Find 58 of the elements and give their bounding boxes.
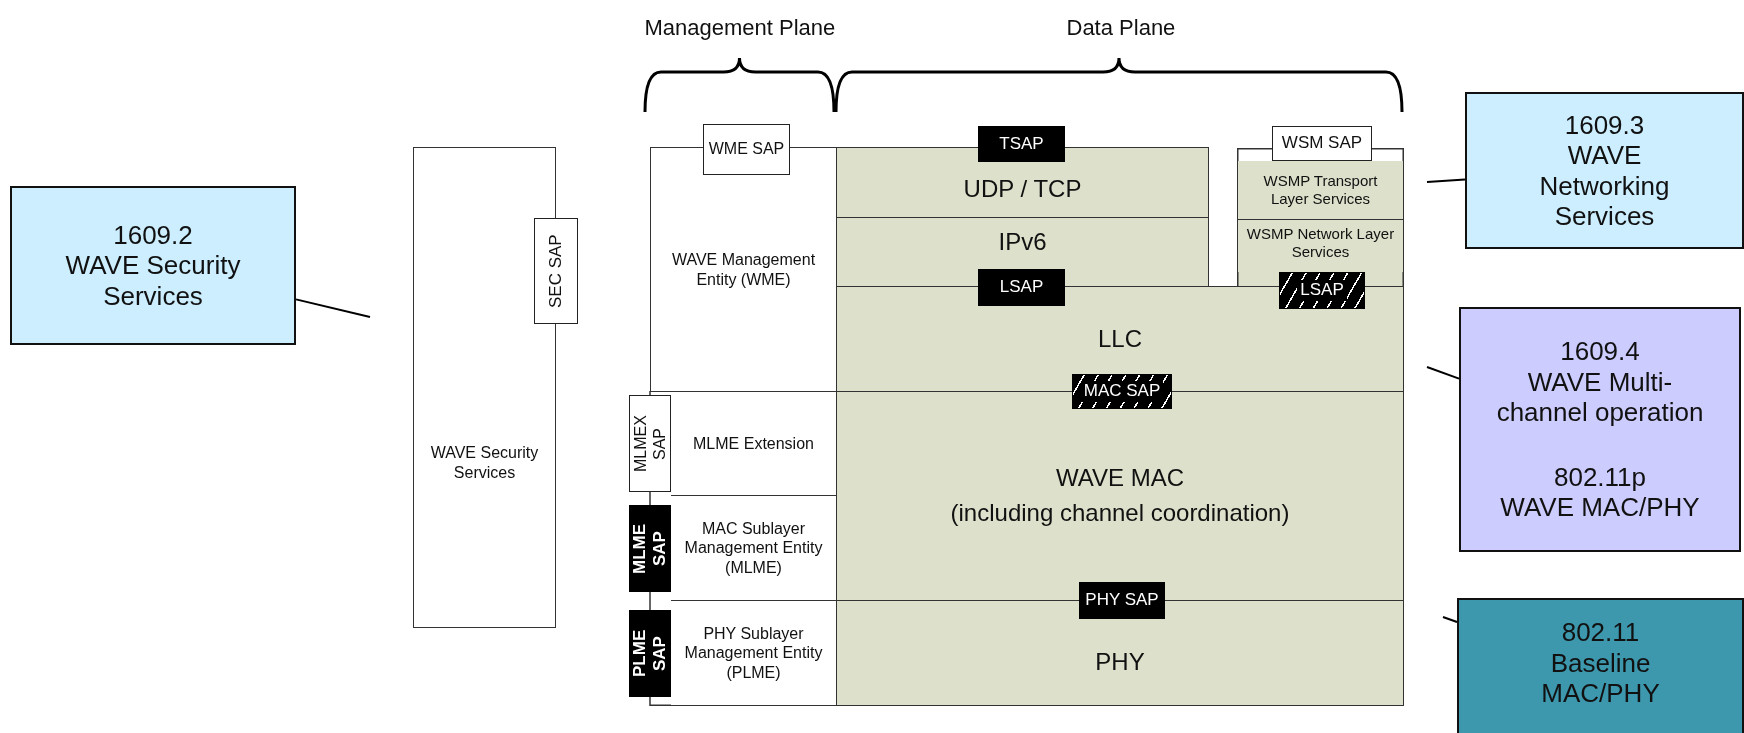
sap-tag — [1072, 374, 1172, 409]
sap-label: SEC SAP — [545, 234, 566, 308]
sap-label: WSM SAP — [1281, 133, 1363, 154]
sap-label: PLME SAP — [629, 628, 670, 680]
callout-text: 1609.4 — [1559, 336, 1641, 367]
layer-label: (including channel coordination) — [949, 498, 1291, 528]
sap-tag — [978, 126, 1065, 162]
sap-label: WME SAP — [708, 140, 785, 159]
management-label: PHY Sublayer Management Entity (PLME) — [683, 624, 824, 682]
sap-tag — [703, 124, 790, 175]
sap-tag — [1279, 272, 1365, 309]
sap-label: TSAP — [999, 133, 1044, 155]
callout-text: WAVE Networking Services — [1538, 140, 1671, 232]
callout-text: 802.11p — [1552, 461, 1648, 493]
sap-label: LSAP — [999, 277, 1044, 298]
sap-label: MLME SAP — [629, 522, 670, 576]
sap-tag — [1272, 126, 1372, 161]
protocol-layer-box — [1237, 219, 1404, 272]
protocol-layer-box — [1237, 161, 1404, 220]
sap-tag — [1079, 582, 1165, 619]
protocol-layer-box — [836, 147, 1209, 218]
sap-tag — [629, 505, 671, 592]
standard-callout-box — [10, 186, 296, 345]
callout-text: Baseline MAC/PHY — [1540, 647, 1661, 709]
sap-tag — [978, 269, 1065, 306]
callout-text: 1609.2 — [112, 219, 194, 251]
sap-label: PHY SAP — [1085, 590, 1159, 611]
callout-text: 802.11 — [1560, 617, 1641, 648]
management-label: MAC Sublayer Management Entity (MLME) — [683, 519, 824, 577]
leader-line — [1426, 366, 1460, 380]
layer-label: LLC — [1097, 324, 1143, 354]
callout-text: WAVE Multi-channel operation — [1495, 366, 1705, 428]
plane-label: Management Plane — [644, 15, 836, 41]
sap-label: MAC SAP — [1080, 381, 1164, 402]
layer-label: IPv6 — [997, 227, 1048, 257]
leader-line — [295, 298, 371, 318]
sap-tag — [534, 218, 578, 324]
leader-line — [1442, 616, 1458, 623]
standard-callout-box — [1465, 92, 1744, 249]
layer-label: WSMP Network Layer Services — [1245, 225, 1396, 261]
management-label: WAVE Management Entity (WME) — [670, 250, 817, 289]
sap-tag — [629, 610, 671, 697]
sap-tag — [629, 395, 671, 492]
callout-text: WAVE MAC/PHY — [1499, 492, 1701, 523]
standard-callout-box — [1459, 307, 1741, 552]
callout-text: 1609.3 — [1563, 109, 1646, 141]
service-label: WAVE Security Services — [429, 443, 540, 482]
layer-label: UDP / TCP — [962, 175, 1083, 204]
standard-callout-box — [1457, 598, 1744, 733]
layer-label: WSMP Transport Layer Services — [1262, 172, 1379, 208]
plane-label: Data Plane — [1066, 15, 1176, 41]
sap-label: MLMEX SAP — [630, 414, 669, 474]
management-label: MLME Extension — [692, 433, 815, 454]
sap-label: LSAP — [1297, 280, 1347, 301]
layer-label: WAVE MAC — [1055, 463, 1185, 494]
layer-label: PHY — [1094, 647, 1146, 677]
callout-text: WAVE Security Services — [64, 250, 242, 312]
leader-line — [1426, 178, 1466, 183]
